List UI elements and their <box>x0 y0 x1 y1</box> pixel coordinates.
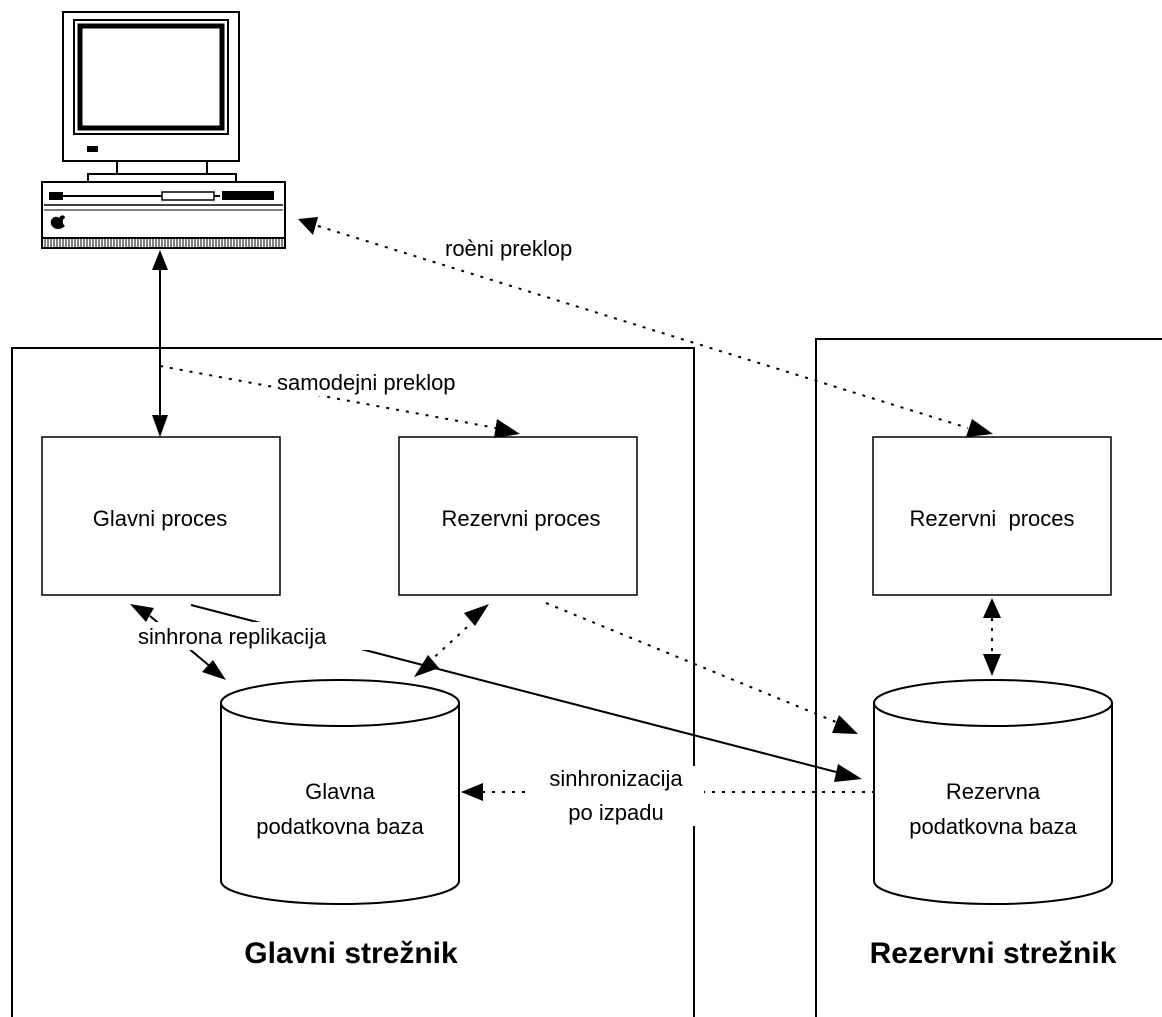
remote-standby-process-label: Rezervni proces <box>909 506 1074 531</box>
backup-server-frame <box>815 338 1162 1017</box>
primary-database-label-line2: podatkovna baza <box>256 814 424 839</box>
client-primary-connection <box>152 250 168 437</box>
backup-database-label-line1: Rezervna <box>946 779 1041 804</box>
primary-server-title: Glavni strežnik <box>244 937 458 970</box>
desktop-computer-icon <box>41 11 286 249</box>
standby-process-box: Rezervni proces <box>398 436 638 596</box>
backup-database-label-line2: podatkovna baza <box>909 814 1077 839</box>
standby-remote-db-connection <box>545 602 858 734</box>
backup-server-title: Rezervni strežnik <box>870 937 1117 970</box>
standby-process-label: Rezervni proces <box>442 506 601 531</box>
failback-sync-label-line2: po izpadu <box>568 800 663 825</box>
remote-process-db-connection <box>983 598 1001 676</box>
manual-failover-label: roèni preklop <box>445 236 572 261</box>
remote-standby-process-box: Rezervni proces <box>872 436 1112 596</box>
primary-process-box: Glavni proces <box>41 436 281 596</box>
primary-server-frame <box>11 347 695 1017</box>
vent-grille <box>44 239 283 247</box>
failback-sync-label-line1: sinhronizacija <box>549 766 683 791</box>
backup-database-cylinder: Rezervna podatkovna baza <box>873 679 1113 905</box>
sync-replication-label: sinhrona replikacija <box>138 624 327 649</box>
failback-sync-connection <box>461 783 874 801</box>
automatic-failover-connection <box>159 365 520 438</box>
primary-database-cylinder: Glavna podatkovna baza <box>220 679 460 905</box>
automatic-failover-label: samodejni preklop <box>277 370 456 395</box>
primary-process-label: Glavni proces <box>93 506 228 531</box>
primary-database-label-line1: Glavna <box>305 779 375 804</box>
manual-failover-connection <box>298 217 993 437</box>
standby-process-db-connection <box>414 604 489 677</box>
